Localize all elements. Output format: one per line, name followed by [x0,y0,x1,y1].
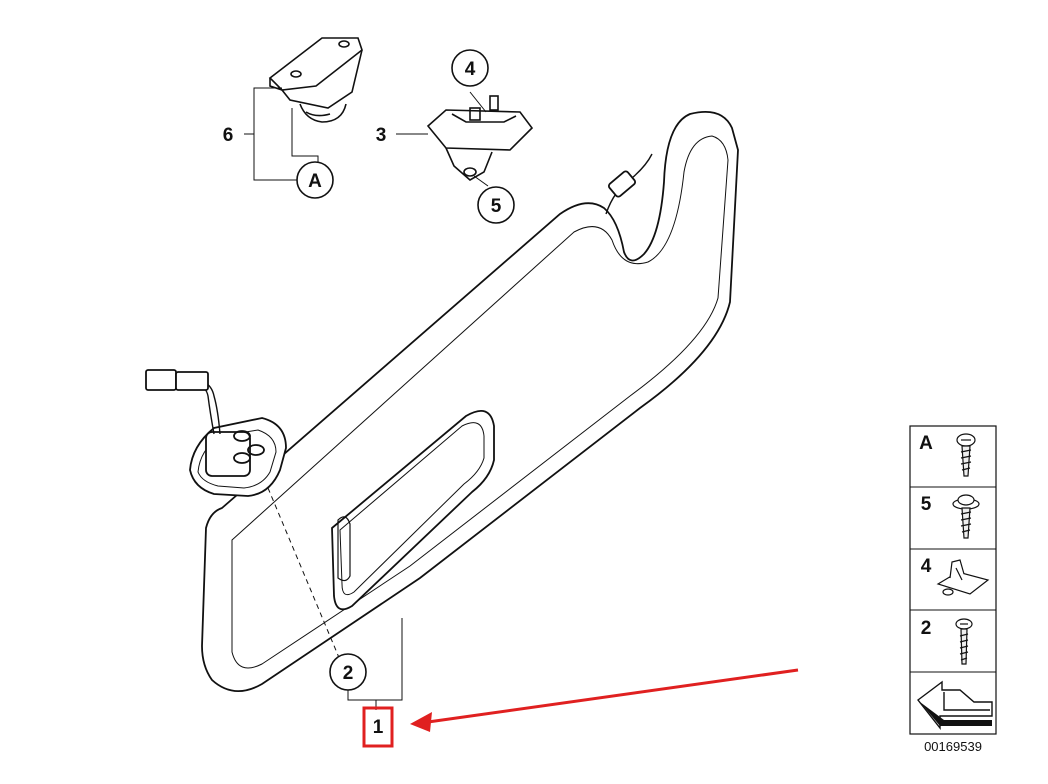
callout-3-label: 3 [376,125,387,146]
callout-A-label: A [308,171,322,192]
callout-5: 5 [477,186,515,224]
legend-key-2: 2 [921,618,932,639]
bearing-clip-part [426,95,534,181]
direction-arrow-icon [917,680,993,731]
legend-key-4: 4 [921,556,932,577]
highlight-box [362,706,394,748]
callout-1-label: 1 [373,717,384,738]
mount-bracket-part [268,37,363,123]
callout-4-label: 4 [465,59,476,80]
fastener-legend: A 5 4 2 [909,425,997,735]
screw-icon [956,433,976,477]
leader-lines [244,87,489,710]
callout-6-label: 6 [223,125,234,146]
diagram-number: 00169539 [924,739,982,754]
screw-icon [955,618,973,665]
red-pointer-arrow [410,668,799,732]
legend-key-A: A [919,433,933,454]
callout-5-label: 5 [491,196,502,217]
callout-4: 4 [451,49,489,87]
legend-key-5: 5 [921,494,932,515]
screw-with-washer-icon [952,494,980,539]
clip-nut-icon [936,559,990,596]
sun-visor-part [145,110,739,692]
callout-A: A [296,161,334,199]
callout-2: 2 [329,653,367,691]
callout-2-label: 2 [343,663,354,684]
callout-1: 1 [362,706,394,748]
